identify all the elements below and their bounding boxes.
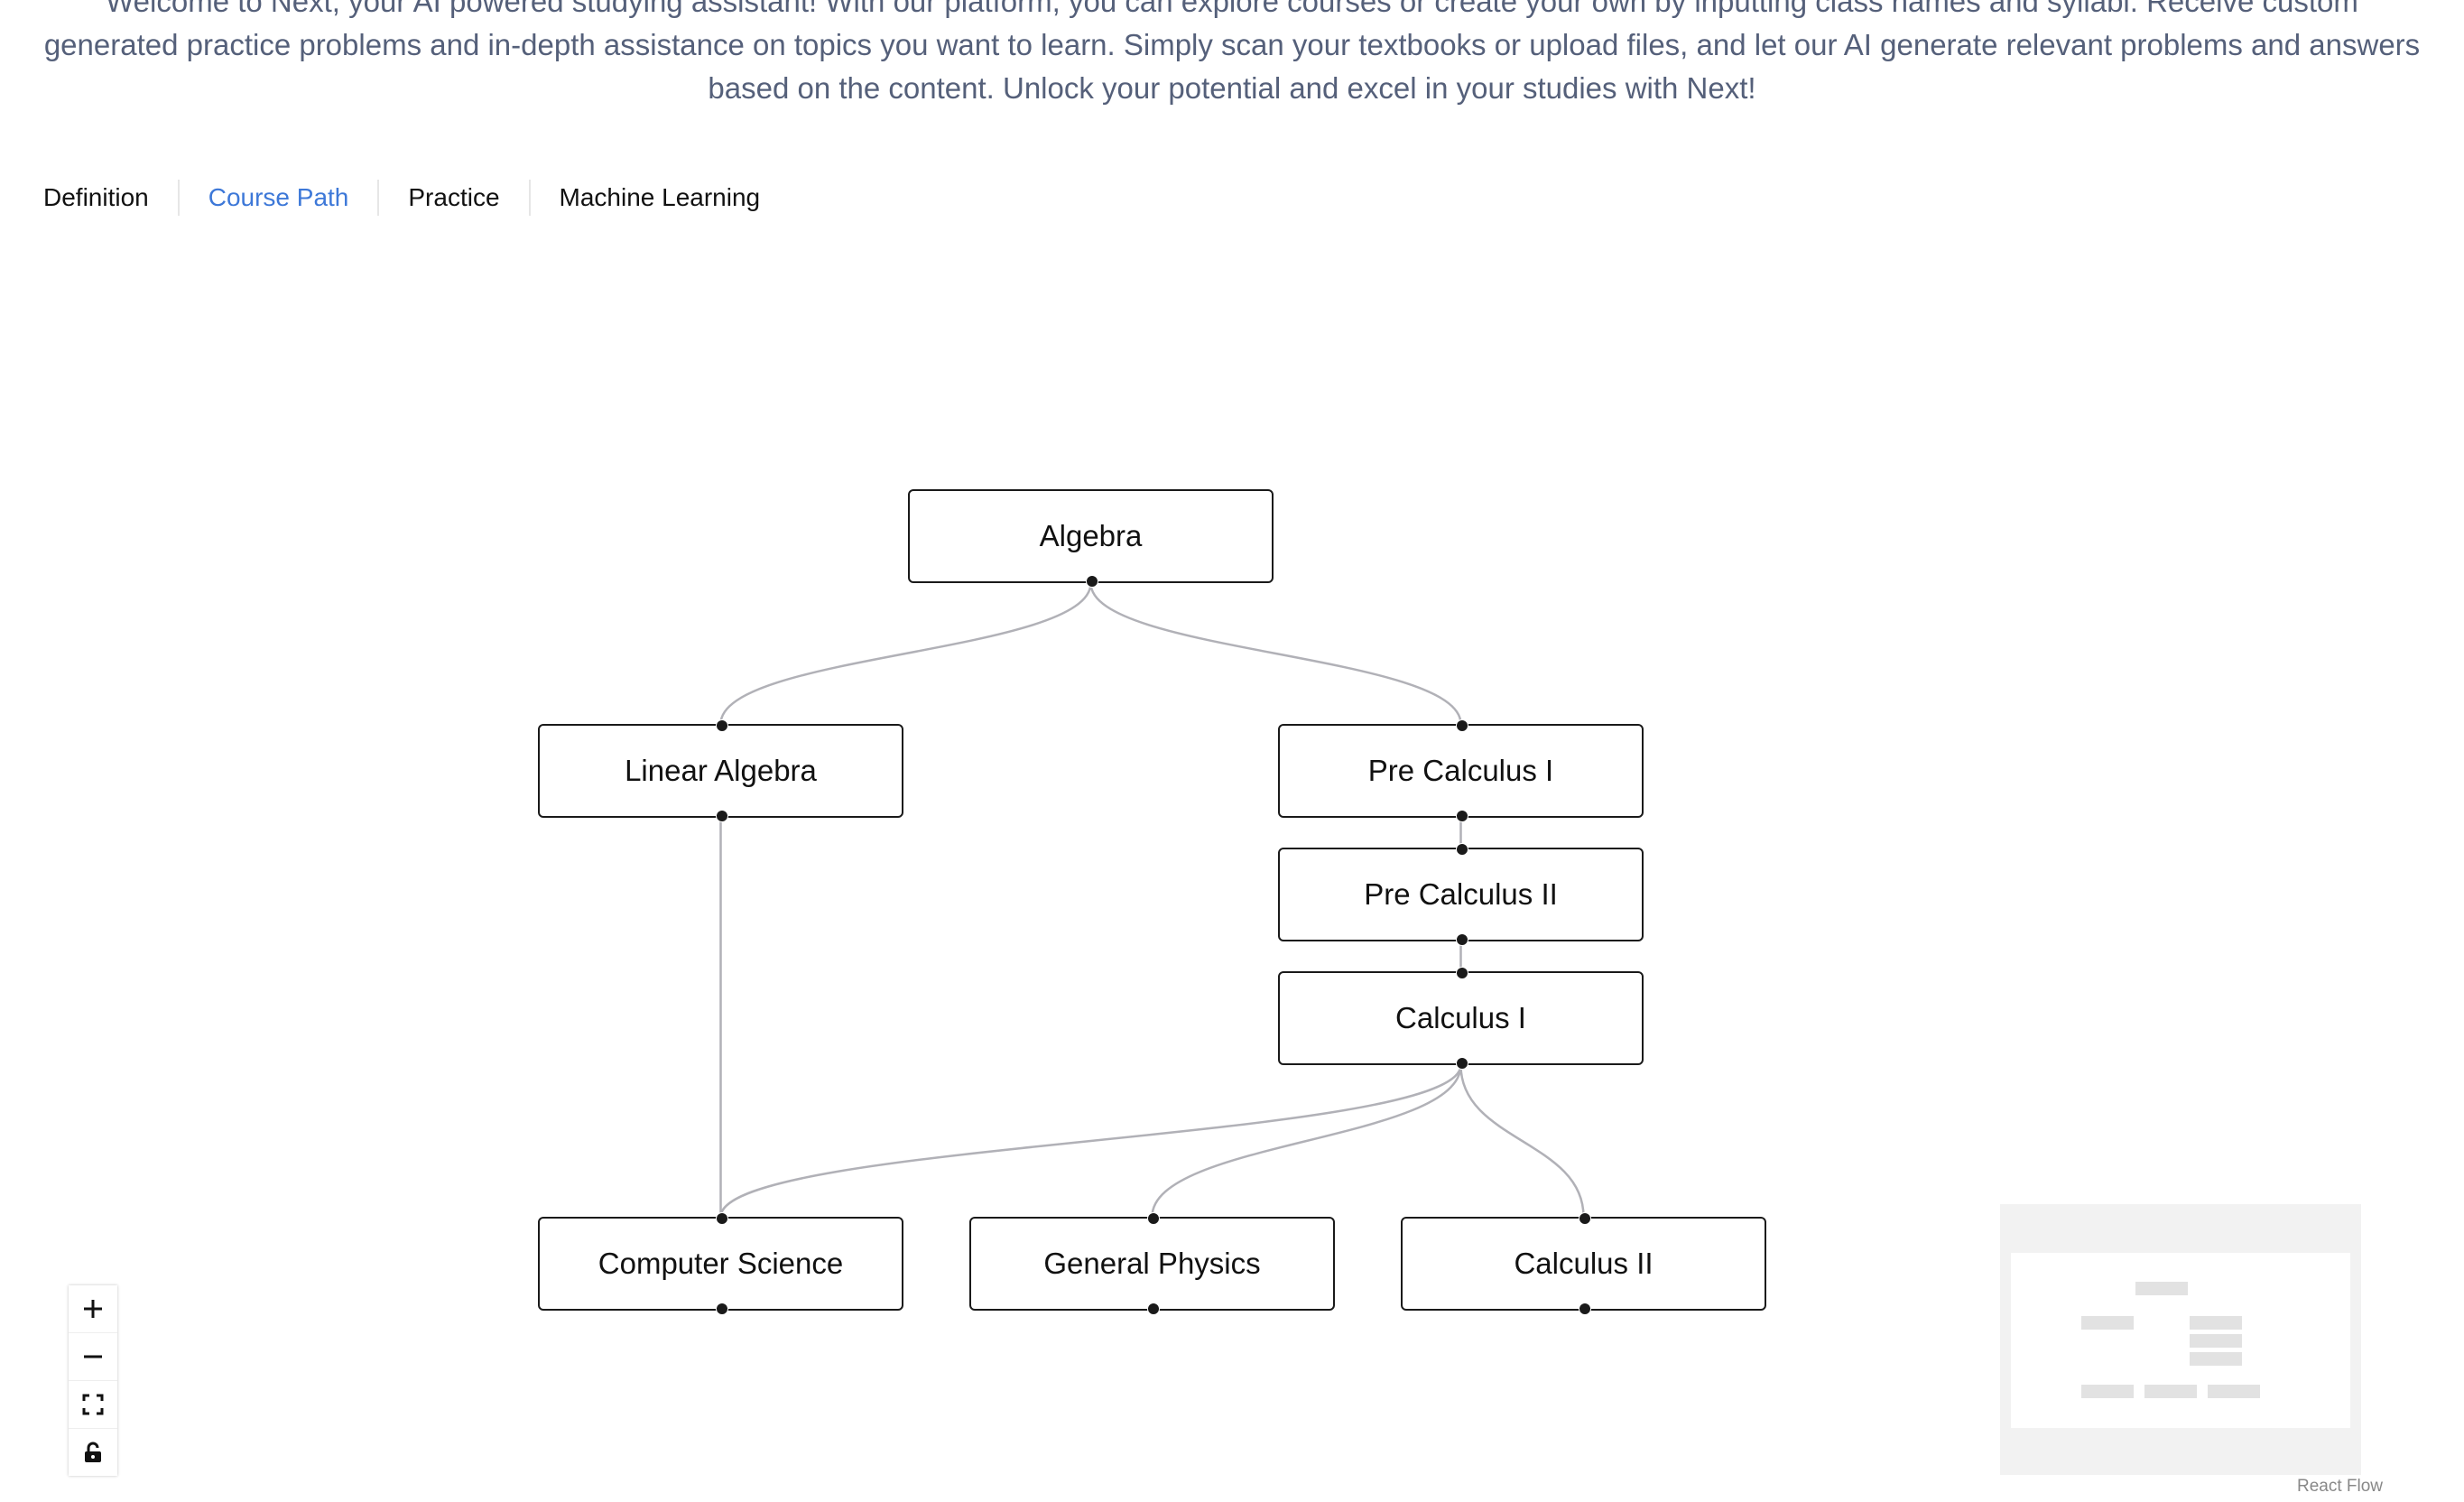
target-handle[interactable]: [715, 1212, 728, 1225]
node-pre-calculus-1[interactable]: Pre Calculus I: [1278, 719, 1644, 822]
source-handle[interactable]: [1455, 1057, 1468, 1070]
minimap-node: [2135, 1282, 2188, 1295]
lock-button[interactable]: [69, 1429, 117, 1476]
source-handle[interactable]: [1146, 1303, 1160, 1315]
edge-calculus-1-to-computer-science[interactable]: [719, 1064, 1462, 1218]
tab-machine-learning[interactable]: Machine Learning: [528, 180, 790, 216]
minimap-viewport[interactable]: [2011, 1253, 2350, 1428]
target-handle[interactable]: [1455, 967, 1468, 979]
edge-algebra-to-linear-algebra[interactable]: [719, 582, 1092, 725]
minimap-node: [2144, 1385, 2197, 1398]
edge-algebra-to-pre-calculus-1[interactable]: [1089, 582, 1462, 725]
plus-icon: [84, 1300, 102, 1318]
target-handle[interactable]: [1455, 719, 1468, 732]
node-label: Calculus I: [1395, 1001, 1526, 1034]
target-handle[interactable]: [1455, 843, 1468, 856]
tab-bar: Definition Course Path Practice Machine …: [27, 175, 789, 220]
node-computer-science[interactable]: Computer Science: [538, 1212, 903, 1315]
tab-course-path[interactable]: Course Path: [177, 180, 378, 216]
tab-definition[interactable]: Definition: [43, 183, 149, 211]
intro-text: Welcome to Next, your AI powered studyin…: [43, 0, 2421, 105]
node-calculus-1[interactable]: Calculus I: [1278, 967, 1644, 1070]
source-handle[interactable]: [1455, 933, 1468, 946]
lock-icon: [85, 1442, 101, 1462]
flow-controls: [69, 1285, 117, 1476]
edge-calculus-1-to-calculus-2[interactable]: [1459, 1064, 1585, 1218]
node-label: Linear Algebra: [625, 754, 817, 787]
minimap-node: [2190, 1352, 2242, 1366]
zoom-out-button[interactable]: [69, 1333, 117, 1381]
node-label: Pre Calculus I: [1367, 754, 1554, 787]
source-handle[interactable]: [715, 1303, 728, 1315]
source-handle[interactable]: [1578, 1303, 1591, 1315]
minus-icon: [84, 1355, 102, 1358]
fit-view-icon: [82, 1394, 104, 1415]
node-pre-calculus-2[interactable]: Pre Calculus II: [1278, 843, 1644, 946]
minimap-node: [2190, 1316, 2242, 1330]
tab-practice[interactable]: Practice: [377, 180, 528, 216]
node-label: Pre Calculus II: [1364, 877, 1558, 911]
node-linear-algebra[interactable]: Linear Algebra: [538, 719, 903, 822]
minimap-node: [2208, 1385, 2260, 1398]
node-label: Calculus II: [1514, 1247, 1653, 1280]
fit-view-button[interactable]: [69, 1381, 117, 1429]
zoom-in-button[interactable]: [69, 1285, 117, 1333]
source-handle[interactable]: [715, 810, 728, 822]
attribution-link[interactable]: React Flow: [2296, 1477, 2383, 1496]
node-calculus-2[interactable]: Calculus II: [1401, 1212, 1766, 1315]
node-algebra[interactable]: Algebra: [908, 489, 1274, 588]
node-general-physics[interactable]: General Physics: [969, 1212, 1335, 1315]
minimap-node: [2081, 1316, 2134, 1330]
minimap[interactable]: [2000, 1204, 2361, 1475]
target-handle[interactable]: [715, 719, 728, 732]
node-label: Computer Science: [597, 1247, 844, 1280]
node-label: General Physics: [1043, 1247, 1261, 1280]
source-handle[interactable]: [1455, 810, 1468, 822]
target-handle[interactable]: [1578, 1212, 1591, 1225]
target-handle[interactable]: [1146, 1212, 1160, 1225]
edge-calculus-1-to-general-physics[interactable]: [1151, 1064, 1462, 1218]
minimap-node: [2081, 1385, 2134, 1398]
minimap-node: [2190, 1334, 2242, 1348]
node-label: Algebra: [1039, 519, 1143, 552]
source-handle[interactable]: [1085, 575, 1098, 588]
